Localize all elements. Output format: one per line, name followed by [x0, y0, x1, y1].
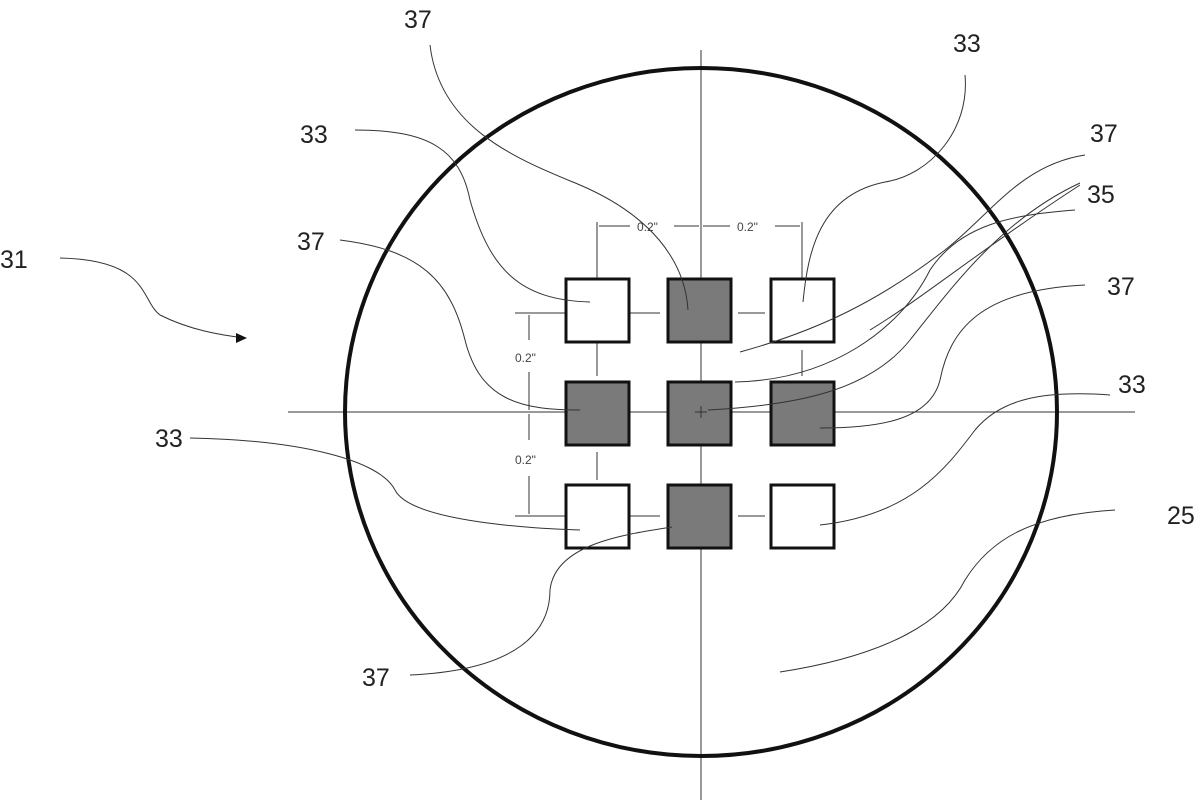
- die-square-empty: [564, 277, 631, 344]
- die-square-filled: [666, 380, 733, 447]
- ref-label-33-right-mid: 33: [1118, 371, 1146, 399]
- ref-label-37-right-mid: 37: [1107, 273, 1135, 301]
- die-square-empty: [769, 483, 836, 550]
- ref-label-31: 31: [0, 246, 28, 274]
- die-square-empty: [769, 277, 836, 344]
- dimension-vertical-upper: 0.2": [515, 351, 536, 365]
- ref-label-33-left-lower: 33: [155, 425, 183, 453]
- ref-label-37-bottom: 37: [362, 664, 390, 692]
- die-square-filled: [564, 380, 631, 447]
- die-square-empty: [564, 483, 631, 550]
- ref-label-37-top: 37: [404, 6, 432, 34]
- leader-lines: [59, 44, 1116, 676]
- ref-label-33-top-left: 33: [300, 121, 328, 149]
- ref-label-33-top-right: 33: [953, 30, 981, 58]
- arrow-icon: [236, 333, 247, 343]
- ref-label-37-left: 37: [297, 228, 325, 256]
- die-square-filled: [769, 380, 836, 447]
- dimension-lines: [528, 225, 800, 514]
- dimension-horizontal-right: 0.2": [737, 220, 758, 234]
- die-grid: [564, 277, 836, 550]
- ref-label-37-right-upper: 37: [1090, 120, 1118, 148]
- dimension-vertical-lower: 0.2": [515, 453, 536, 467]
- grid-lines: [515, 222, 803, 517]
- die-square-filled: [666, 277, 733, 344]
- die-square-filled: [666, 483, 733, 550]
- center-mark: [695, 406, 707, 418]
- ref-label-35: 35: [1087, 181, 1115, 209]
- wafer-outline: [343, 66, 1059, 758]
- ref-label-25: 25: [1167, 502, 1195, 530]
